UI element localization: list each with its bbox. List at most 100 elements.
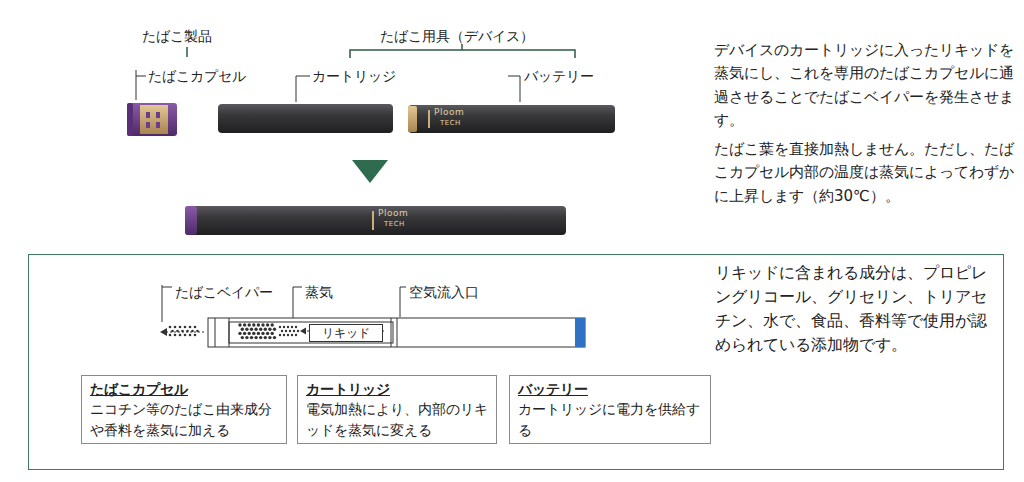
part-label: たばこベイパー [175,282,273,302]
particle-dot [186,330,189,333]
particle-dot [268,328,271,331]
particle-dot [259,328,262,331]
particle-dot [248,332,251,335]
particle-dot [289,330,291,332]
part-box: カートリッジ電気加熱により、内部のリキッドを蒸気に変える [297,375,497,444]
particle-dot [254,336,257,339]
logo-text: TECH [384,221,405,228]
particle-dot [238,323,241,326]
liquid-box: リキッド [309,324,383,342]
particle-dot [268,336,271,339]
bracket [187,44,575,58]
particle-dot [184,326,187,329]
part-box: たばこカプセルニコチン等のたばこ由来成分や香料を蒸気に加える [81,375,287,444]
box-heading: バッテリー [518,379,702,399]
particle-dot [261,323,264,326]
particle-dot [281,330,283,332]
particle-dot [189,334,192,337]
logo-text: Ploom [378,209,408,218]
particle-dot [259,336,262,339]
particle-dot [243,323,246,326]
particle-dot [196,330,199,333]
particle-dot [291,334,293,336]
logo-text: Ploom [434,108,464,117]
particle-dot [266,332,269,335]
particle-dot [297,330,299,332]
box-heading: たばこカプセル [90,379,278,399]
particle-dot [184,334,187,337]
particle-dot [243,332,246,335]
particle-dot [250,336,253,339]
capsule-image [127,103,177,136]
box-body: ニコチン等のたばこ由来成分や香料を蒸気に加える [90,399,278,440]
particle-dot [179,334,182,337]
particle-dot [295,326,297,328]
particle-dot [189,326,192,329]
panel-box: リキッドに含まれる成分は、プロピレングリコール、グリセリン、トリアセチン、水で、… [28,254,1004,470]
box-body: カートリッジに電力を供給する [518,399,702,440]
cartridge-image [218,104,393,133]
note-text: リキッドに含まれる成分は、プロピレングリコール、グリセリン、トリアセチン、水で、… [715,261,999,357]
particle-dot [191,330,194,333]
particle-dot [266,323,269,326]
particle-dot [241,336,244,339]
particle-dot [238,332,241,335]
particle-dot [179,326,182,329]
particle-dot [287,326,289,328]
particle-dot [293,330,295,332]
particle-dot [254,328,257,331]
part-label: カートリッジ [312,66,396,86]
particle-dot [271,332,274,335]
part-label: たばこカプセル [148,66,246,86]
particle-dot [181,330,184,333]
part-label: 空気流入口 [409,282,479,302]
particle-dot [264,328,267,331]
part-label: バッテリー [524,66,594,86]
box-heading: カートリッジ [306,379,488,399]
particle-dot [283,334,285,336]
group-label: たばこ製品 [142,26,212,46]
battery-end [575,318,585,347]
particle-dot [287,334,289,336]
assembled-device [185,206,566,235]
particle-dots [169,323,299,339]
part-label: 蒸気 [305,282,333,302]
particle-dot [171,330,174,333]
particle-dot [273,336,276,339]
box-body: 電気加熱により、内部のリキッドを蒸気に変える [306,399,488,440]
particle-dot [285,330,287,332]
battery-image [408,105,615,133]
down-arrow [352,160,388,183]
particle-dot [252,332,255,335]
box-label: リキッド [313,325,379,341]
particle-dot [194,326,197,329]
logo-text: TECH [440,120,461,127]
particle-dot [279,334,281,336]
particle-dot [257,332,260,335]
description-text: たばこ葉を直接加熱しません。ただし、たばこカプセル内部の温度は蒸気によってわずか… [714,138,1016,208]
part-box: バッテリーカートリッジに電力を供給する [509,375,711,444]
particle-dot [245,328,248,331]
particle-dot [250,328,253,331]
particle-dot [264,336,267,339]
particle-dot [241,328,244,331]
particle-dot [271,323,274,326]
particle-dot [248,323,251,326]
particle-dot [176,330,179,333]
particle-dot [245,336,248,339]
particle-dot [257,323,260,326]
particle-dot [174,334,177,337]
arrowhead [160,328,306,337]
description-text: デバイスのカートリッジに入ったリキッドを蒸気にし、これを専用のたばこカプセルに通… [714,39,1016,132]
particle-dot [261,332,264,335]
particle-dot [194,334,197,337]
particle-dot [291,326,293,328]
particle-dot [273,328,276,331]
particle-dot [252,323,255,326]
particle-dot [295,334,297,336]
particle-dot [174,326,177,329]
particle-dot [283,326,285,328]
particle-dot [279,326,281,328]
particle-dot [169,326,172,329]
